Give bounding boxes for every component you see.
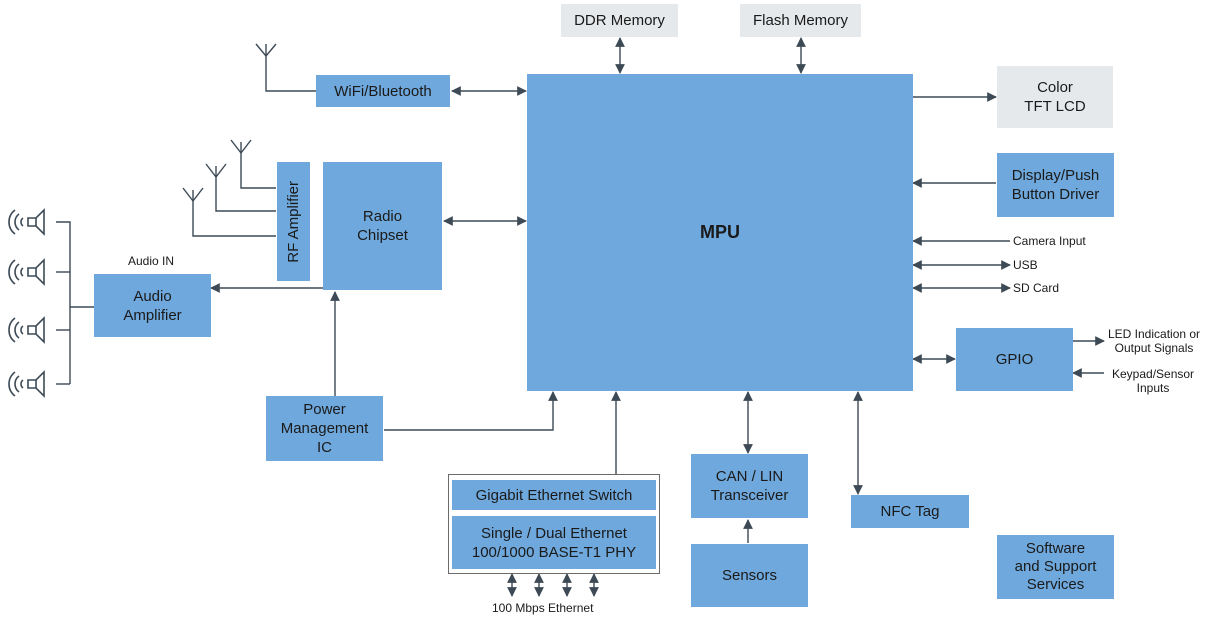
display-label-line1: Display/Push [1011, 167, 1100, 184]
wifi-bluetooth-block: WiFi/Bluetooth [316, 75, 450, 107]
sd-card-label: SD Card [1013, 281, 1060, 295]
pmic-mpu-link [384, 391, 558, 431]
rf-amplifier-label: RF Amplifier [285, 180, 302, 263]
keypad-label-line2: Inputs [1136, 381, 1170, 395]
can-lin-block: CAN / LIN Transceiver [691, 454, 808, 518]
wifi-bluetooth-label: WiFi/Bluetooth [334, 82, 432, 100]
software-label-line3: Services [1026, 576, 1085, 593]
gpio-block: GPIO [956, 328, 1073, 391]
wifi-antenna-head [255, 43, 277, 58]
phy-label-line1: Single / Dual Ethernet [481, 524, 627, 542]
color-tft-lcd-block: Color TFT LCD [997, 66, 1113, 128]
display-label-line2: Button Driver [1011, 186, 1100, 203]
pmic-label-line3: IC [317, 439, 332, 456]
ddr-memory-label: DDR Memory [574, 12, 665, 29]
ddr-memory-block: DDR Memory [561, 4, 678, 37]
software-label-line2: and Support [1014, 558, 1097, 575]
keypad-label-line1: Keypad/Sensor [1112, 367, 1195, 381]
led-label-line1: LED Indication or [1108, 327, 1201, 341]
radio-label-line1: Radio [362, 208, 403, 225]
can-label-line1: CAN / LIN [715, 468, 784, 485]
led-indication-label: LED Indication or Output Signals [1108, 327, 1200, 355]
speaker-icon [8, 208, 45, 236]
radio-chipset-block: Radio Chipset [323, 162, 442, 290]
lcd-label-line2: TFT LCD [1024, 98, 1086, 115]
speaker-icon [8, 258, 45, 286]
flash-memory-block: Flash Memory [740, 4, 861, 37]
speaker-bus [56, 221, 94, 308]
radio-label-line2: Chipset [357, 227, 408, 244]
lcd-label-line1: Color [1037, 79, 1073, 96]
power-management-block: Power Management IC [266, 396, 383, 461]
camera-input-label: Camera Input [1013, 234, 1086, 248]
phy-label-line2: 100/1000 BASE-T1 PHY [471, 543, 637, 561]
software-label-line1: Software [1025, 540, 1086, 557]
audio-amplifier-block: Audio Amplifier [94, 274, 211, 337]
nfc-tag-block: NFC Tag [851, 495, 969, 528]
rf-amplifier-block: RF Amplifier [277, 162, 310, 281]
sensors-block: Sensors [691, 544, 808, 607]
nfc-tag-label: NFC Tag [880, 503, 940, 520]
mpu-label: MPU [700, 222, 740, 242]
rf-antenna-2 [215, 166, 276, 212]
keypad-sensor-label: Keypad/Sensor Inputs [1112, 367, 1194, 395]
audio-in-label: Audio IN [128, 254, 175, 268]
display-driver-block: Display/Push Button Driver [997, 153, 1114, 217]
ethernet-phy-block: Single / Dual Ethernet 100/1000 BASE-T1 … [452, 516, 656, 569]
usb-label: USB [1013, 258, 1038, 272]
ethernet-ports-label: 100 Mbps Ethernet [492, 601, 594, 615]
led-label-line2: Output Signals [1114, 341, 1194, 355]
software-support-block: Software and Support Services [997, 535, 1114, 599]
rf-antenna-3 [192, 190, 276, 237]
gpio-label: GPIO [995, 351, 1034, 368]
wifi-antenna-line [265, 44, 316, 92]
gigabit-switch-label: Gigabit Ethernet Switch [475, 486, 633, 504]
audio-label-line1: Audio [133, 287, 172, 305]
audio-label-line2: Amplifier [123, 306, 182, 324]
sensors-label: Sensors [721, 567, 778, 584]
flash-memory-label: Flash Memory [752, 12, 849, 29]
pmic-label-line1: Power [303, 401, 346, 418]
rf-antenna-1 [240, 142, 276, 189]
speaker-icon [8, 316, 45, 344]
pmic-label-line2: Management [280, 420, 369, 437]
mpu-block: MPU [527, 74, 913, 391]
gigabit-switch-block: Gigabit Ethernet Switch [452, 480, 656, 510]
speaker-icon [8, 370, 45, 398]
can-label-line2: Transceiver [710, 487, 789, 504]
